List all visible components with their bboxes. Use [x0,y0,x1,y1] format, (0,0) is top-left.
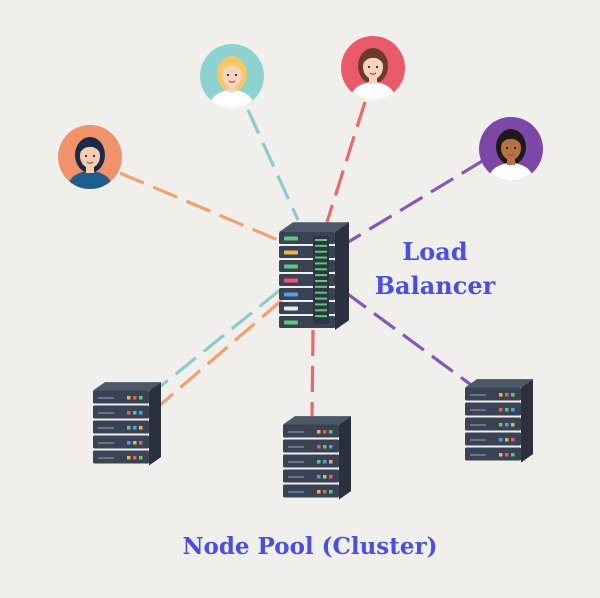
link-load-balancer-to-node-center [310,329,315,421]
node-server-left [93,382,161,466]
link-load-balancer-to-node-left [150,298,284,414]
load-balancer-label: Load Balancer [374,237,496,300]
link-load-balancer-to-node-left [144,288,282,400]
user-4-avatar [479,117,543,181]
link-load-balancer-to-node-right [344,290,479,392]
node-server-right [465,379,533,463]
link-user-1-to-load-balancer [119,171,279,242]
connection-lines [119,101,485,421]
user-3-avatar [341,36,405,100]
link-user-2-to-load-balancer [246,109,300,221]
link-user-4-to-load-balancer [344,158,485,246]
user-2-avatar [200,44,264,108]
node-server-center [283,416,351,500]
link-user-3-to-load-balancer [325,101,367,223]
node-pool-label: Node Pool (Cluster) [182,533,438,560]
user-1-avatar [58,125,122,189]
load-balancer-server [279,222,349,330]
